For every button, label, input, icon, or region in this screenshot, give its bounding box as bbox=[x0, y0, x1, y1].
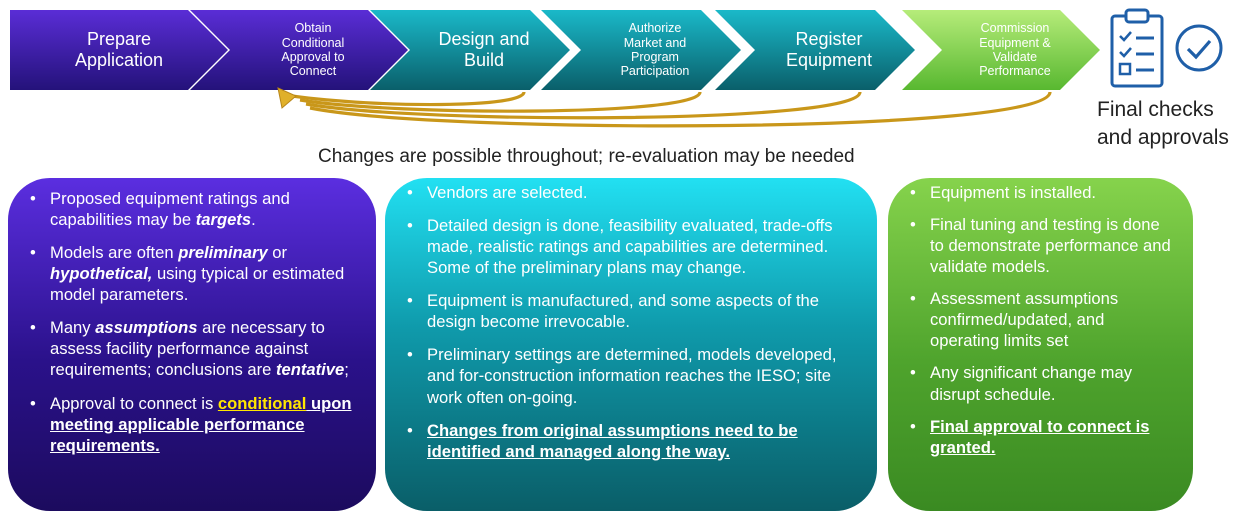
step-label: Design and Build bbox=[438, 29, 530, 70]
list-item: Approval to connect is conditional upon … bbox=[30, 393, 358, 456]
list-item: Preliminary settings are determined, mod… bbox=[407, 344, 859, 407]
return-arrow-design bbox=[291, 91, 526, 107]
step-obtain-conditional-approval: Obtain Conditional Approval to Connect bbox=[190, 10, 408, 90]
return-arrow-commission bbox=[309, 91, 1052, 128]
conditional-highlight: conditional bbox=[217, 393, 307, 413]
step-label: Authorize Market and Program Participati… bbox=[620, 21, 690, 79]
list-item: Vendors are selected. bbox=[407, 182, 859, 203]
list-item: Equipment is manufactured, and some aspe… bbox=[407, 290, 859, 332]
step-label: Commission Equipment & Validate Performa… bbox=[979, 21, 1051, 79]
phase-box-application: Proposed equipment ratings and capabilit… bbox=[8, 178, 376, 511]
return-arrow-register bbox=[305, 91, 862, 120]
list-item: Final approval to connect is granted. bbox=[910, 416, 1175, 458]
changes-note: Changes are possible throughout; re-eval… bbox=[318, 146, 855, 167]
feedback-arrows bbox=[277, 87, 1052, 128]
list-item: Equipment is installed. bbox=[910, 182, 1175, 203]
step-prepare-application: Prepare Application bbox=[10, 10, 228, 90]
final-checks-label: Final checks and approvals bbox=[1097, 98, 1229, 150]
phase-box-commission: Equipment is installed. Final tuning and… bbox=[888, 178, 1193, 511]
check-circle-icon bbox=[1175, 24, 1223, 72]
return-arrowhead bbox=[277, 87, 297, 109]
step-label: Register Equipment bbox=[785, 29, 873, 70]
phase-box-design-build: Vendors are selected. Detailed design is… bbox=[385, 178, 877, 511]
checklist-icon bbox=[1110, 8, 1164, 88]
step-commission-equipment: Commission Equipment & Validate Performa… bbox=[902, 10, 1100, 90]
list-item: Models are often preliminary or hypothet… bbox=[30, 242, 358, 305]
list-item: Detailed design is done, feasibility eva… bbox=[407, 215, 859, 278]
list-item: Proposed equipment ratings and capabilit… bbox=[30, 188, 358, 230]
list-item: Many assumptions are necessary to assess… bbox=[30, 317, 358, 380]
list-item: Any significant change may disrupt sched… bbox=[910, 362, 1175, 404]
list-item: Final tuning and testing is done to demo… bbox=[910, 214, 1175, 277]
list-item: Changes from original assumptions need t… bbox=[407, 420, 859, 462]
step-label: Prepare Application bbox=[74, 29, 164, 70]
list-item: Assessment assumptions confirmed/updated… bbox=[910, 288, 1175, 351]
return-arrow-authorize bbox=[299, 91, 702, 113]
step-label: Obtain Conditional Approval to Connect bbox=[281, 21, 345, 79]
step-register-equipment: Register Equipment bbox=[715, 10, 915, 90]
